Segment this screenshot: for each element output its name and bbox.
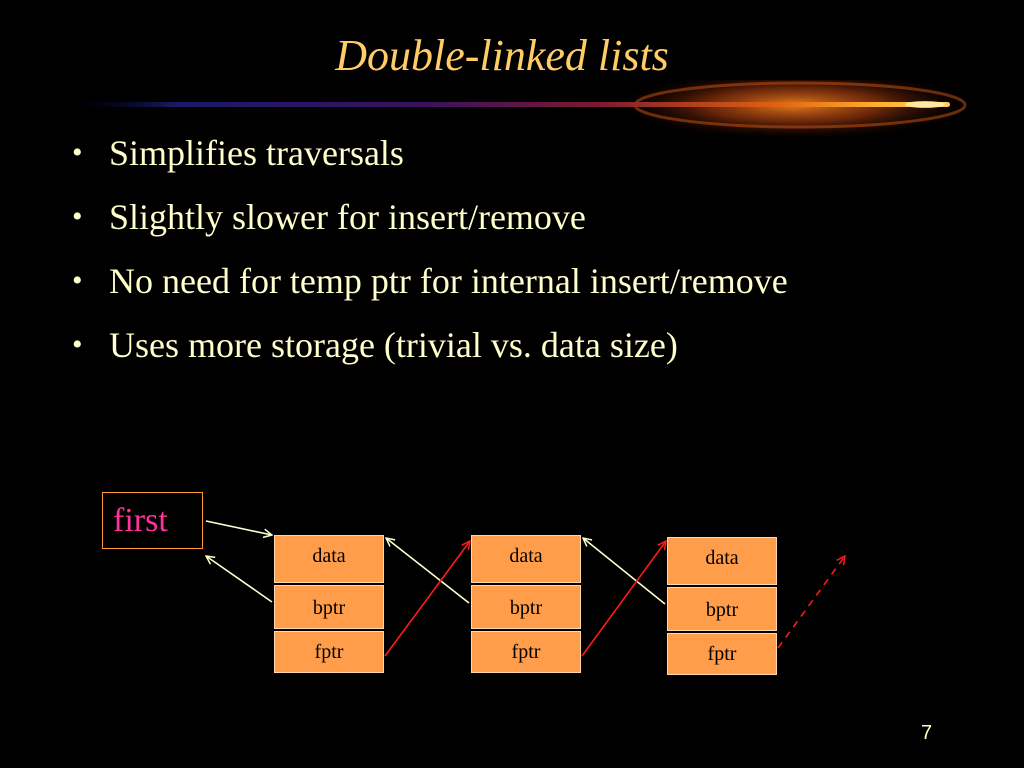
title-underline-decoration: [70, 80, 970, 139]
bullet-dot: •: [72, 264, 83, 297]
forward-pointer-dashed-arrow: [777, 556, 845, 649]
bullet-item: • No need for temp ptr for internal inse…: [72, 260, 932, 302]
bullet-dot: •: [72, 200, 83, 233]
head-pointer-arrow: [205, 520, 272, 535]
bullet-item: • Slightly slower for insert/remove: [72, 196, 932, 238]
node-fptr-cell: fptr: [667, 633, 777, 675]
bullet-item: • Simplifies traversals: [72, 132, 932, 174]
bullet-text: Simplifies traversals: [109, 133, 404, 173]
back-pointer-arrow: [206, 556, 273, 603]
bullet-dot: •: [72, 328, 83, 361]
node-fptr-cell: fptr: [274, 631, 384, 673]
node-data-cell: data: [667, 537, 777, 585]
bullet-dot: •: [72, 136, 83, 169]
slide-title: Double-linked lists: [335, 31, 669, 80]
node-data-cell: data: [274, 535, 384, 583]
list-node-2: data bptr fptr: [471, 535, 581, 673]
node-bptr-cell: bptr: [667, 587, 777, 631]
bullet-item: • Uses more storage (trivial vs. data si…: [72, 324, 932, 366]
bullet-text: No need for temp ptr for internal insert…: [109, 261, 788, 301]
back-pointer-arrow: [386, 538, 470, 604]
page-number: 7: [921, 722, 933, 744]
back-pointer-arrow: [583, 538, 666, 605]
bullet-list: • Simplifies traversals • Slightly slowe…: [72, 132, 932, 388]
list-node-3: data bptr fptr: [667, 537, 777, 675]
first-label: first: [113, 502, 168, 539]
node-data-cell: data: [471, 535, 581, 583]
node-bptr-cell: bptr: [274, 585, 384, 629]
forward-pointer-arrow: [581, 541, 666, 657]
forward-pointer-arrow: [384, 541, 470, 657]
bullet-text: Uses more storage (trivial vs. data size…: [109, 325, 678, 365]
list-node-1: data bptr fptr: [274, 535, 384, 673]
first-pointer-box: first: [102, 492, 203, 549]
node-bptr-cell: bptr: [471, 585, 581, 629]
bullet-text: Slightly slower for insert/remove: [109, 197, 586, 237]
node-fptr-cell: fptr: [471, 631, 581, 673]
